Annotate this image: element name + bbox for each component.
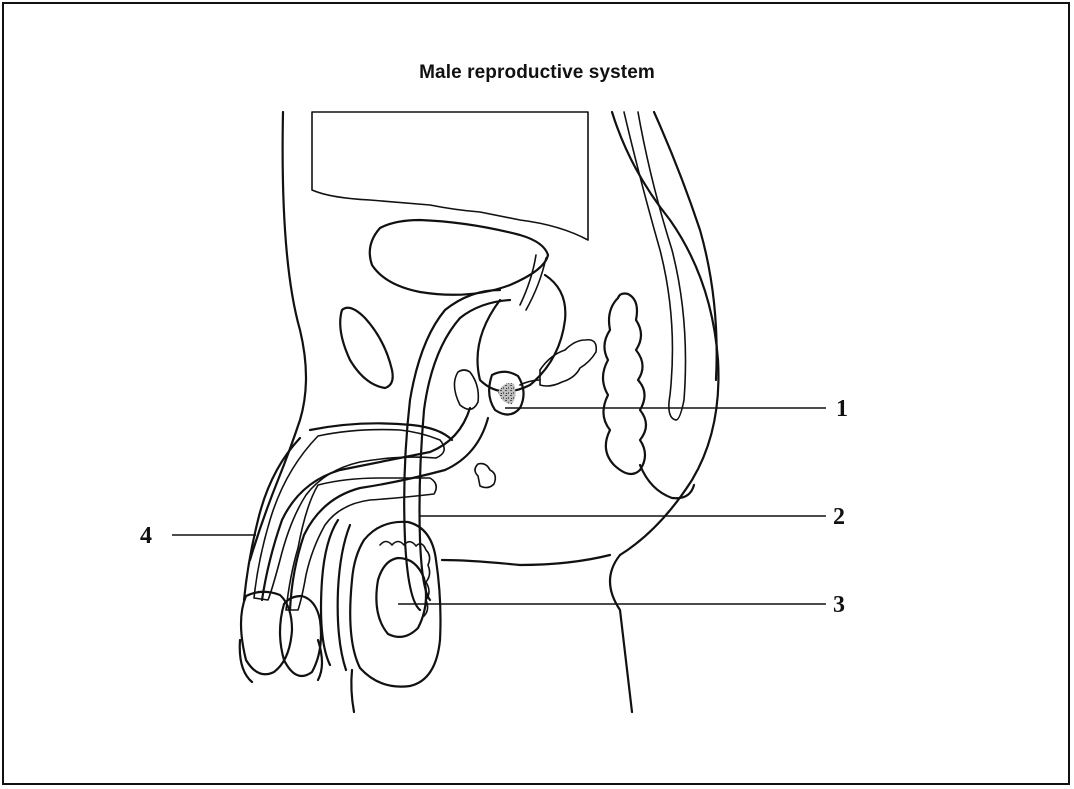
body-outline-back: [612, 112, 718, 555]
seminal-vesicle: [540, 340, 596, 386]
ureter: [520, 255, 546, 310]
body-outline-front: [250, 112, 306, 560]
bladder-front: [478, 275, 566, 391]
leg-outline-front: [351, 670, 354, 712]
label-3: 3: [833, 592, 845, 618]
colon-lower: [640, 465, 694, 498]
pubic-bone: [340, 308, 392, 388]
testis: [376, 558, 426, 637]
pelvic-bone-shape: [312, 112, 588, 240]
penis-skin-top: [310, 423, 452, 440]
rectum-wall-1: [638, 112, 686, 420]
label-2: 2: [833, 504, 845, 530]
rectum-wall-2: [624, 112, 676, 420]
colon: [603, 294, 646, 475]
penis-skin-bottom: [321, 520, 338, 665]
bulbourethral-gland: [475, 464, 495, 488]
bladder-outline: [370, 220, 548, 295]
label-4: 4: [140, 523, 152, 549]
gland-small: [454, 370, 478, 409]
buttock-line: [610, 555, 632, 712]
label-1: 1: [836, 396, 848, 422]
inner-thigh: [442, 555, 610, 565]
prostate-fill: [498, 383, 516, 404]
urethra-lower: [290, 418, 488, 610]
penis-skin-under: [338, 525, 350, 670]
